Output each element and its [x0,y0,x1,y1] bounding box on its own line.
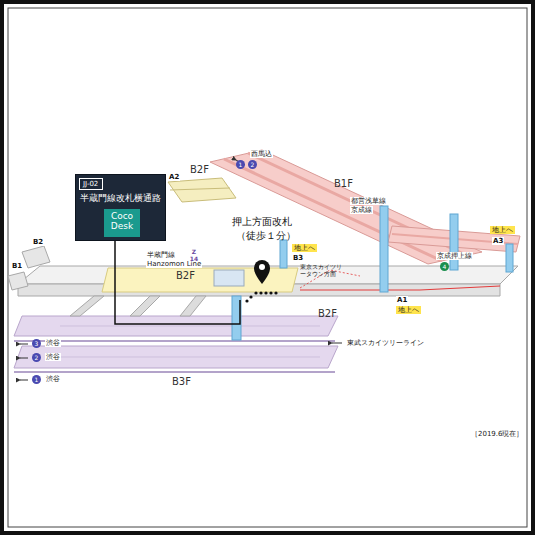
line-number: 4 [440,262,449,271]
date-note: ［2019.6現在］ [470,430,525,438]
line-number: 1 [236,160,245,169]
node-text: 半蔵門線改札横通路 [76,192,165,205]
line-number: 1 [32,375,41,384]
brand-logo: Coco Desk [104,209,140,237]
direction-name: 渋谷 [45,339,61,347]
floor-name: B2F [318,308,337,320]
exit-direction: 地上へ [292,244,317,252]
node-text: JJ-02 [80,179,102,189]
exit-code: A1 [396,296,408,304]
line-number: 2 [248,160,257,169]
inner-frame [8,8,527,527]
line-name: 東武スカイツリーライン [346,339,425,347]
exit-code: B3 [292,254,304,262]
b3f-platforms [14,316,338,380]
exit-code: A2 [168,173,180,181]
line-name: 半蔵門線 [146,251,176,259]
floor-name: B1F [334,178,353,190]
direction-arrow [332,343,342,344]
b2f-concourse [8,246,518,316]
exit-code: B1 [11,262,23,270]
line-number: 3 [32,339,41,348]
exit-code: A3 [492,237,504,245]
a2-passage [168,178,236,202]
exit-direction: 地上へ [490,226,515,234]
line-name: 京成線 [350,206,373,214]
leader-line [115,241,240,324]
direction-note: 東京スカイツリータウン方面 [300,264,346,278]
node-text: Coco Desk [104,209,140,235]
b1f-tracks [210,150,520,264]
station-number: 14 [188,256,200,263]
line-code: Z [188,249,200,256]
floor-name: B2F [176,270,195,282]
walk-time: （徒歩１分） [236,230,296,242]
line-number: 2 [32,353,41,362]
gate-name: 押上方面改札 [232,216,292,228]
exit-code: B2 [32,238,44,246]
floor-name: B2F [190,164,209,176]
callout-panel: 半蔵門線改札横通路 JJ-02Coco Desk [75,174,166,241]
line-name: 都営浅草線 [350,197,387,205]
line-name: 京成押上線 [436,252,473,260]
floor-name: B3F [172,376,191,388]
location-code: JJ-02 [79,178,103,190]
direction-name: 渋谷 [45,353,61,361]
location-pin [254,260,270,284]
elevator-shafts [232,206,513,340]
direction-name: 西馬込 [250,150,273,158]
direction-name: 渋谷 [45,375,61,383]
exit-direction: 地上へ [396,306,421,314]
gate-dots [245,291,277,302]
